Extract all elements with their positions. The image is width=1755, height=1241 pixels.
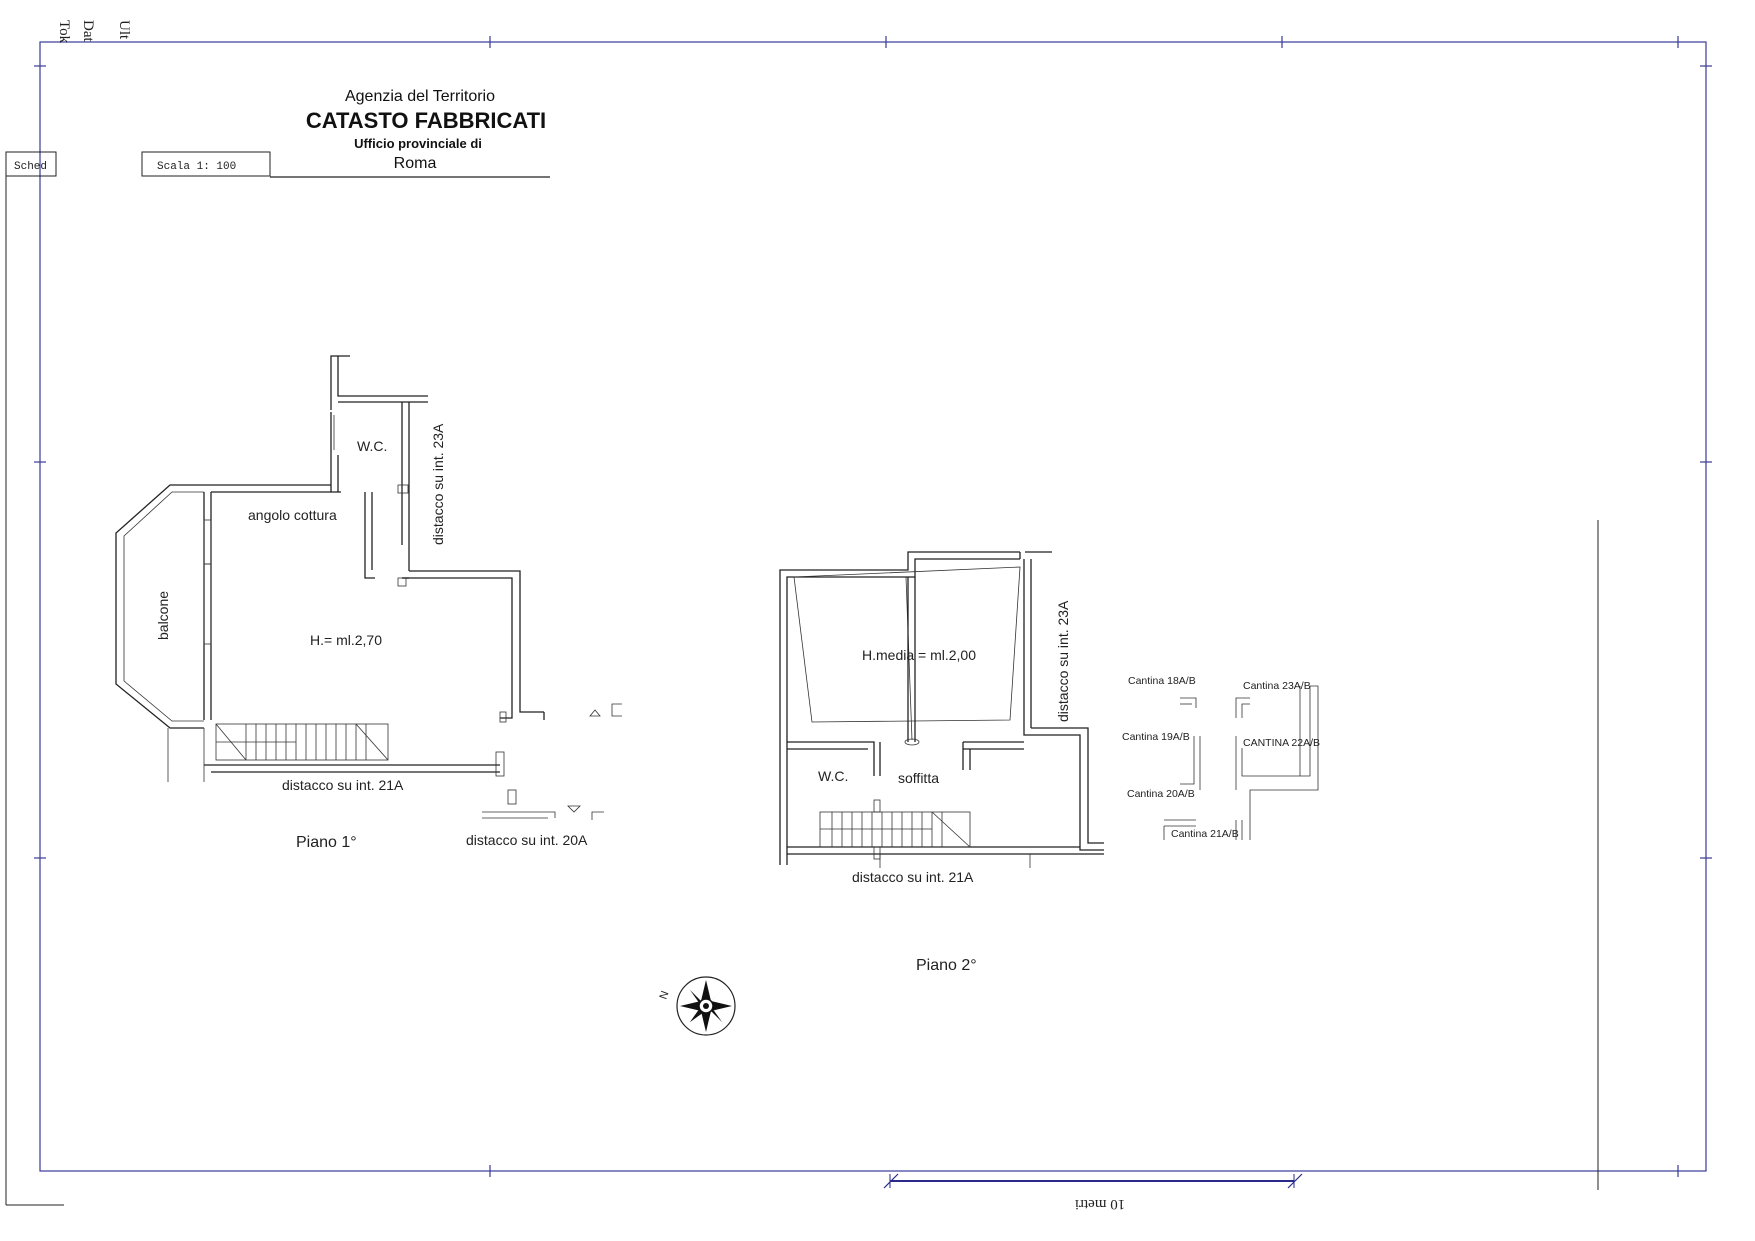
cellar-21-label: Cantina 21A/B <box>1171 828 1239 840</box>
cellar-20-label: Cantina 20A/B <box>1127 788 1195 800</box>
scale-label: Scala 1: 100 <box>157 161 236 173</box>
floor1-distance-23a: distacco su int. 23A <box>430 423 446 545</box>
floor2-title: Piano 2° <box>916 957 977 974</box>
floor2-distance-21a: distacco su int. 21A <box>852 869 974 885</box>
margin-text-1: Ult <box>116 20 132 40</box>
compass-rose: N <box>658 976 736 1036</box>
margin-text-2: Dat <box>80 20 96 42</box>
cellars-plan <box>1163 685 1319 840</box>
floor-2-labels: H.media = ml.2,00 distacco su int. 23A W… <box>818 600 1071 974</box>
title-block: Agenzia del Territorio CATASTO FABBRICAT… <box>5 88 550 178</box>
office-label: Ufficio provinciale di <box>354 136 482 151</box>
register-title: CATASTO FABBRICATI <box>306 108 546 133</box>
floor2-height-label: H.media = ml.2,00 <box>862 647 976 663</box>
compass-north-label: N <box>658 989 672 1001</box>
floor-2-plan <box>779 551 1104 868</box>
floor2-wc-label: W.C. <box>818 768 848 784</box>
floor2-attic-label: soffitta <box>898 770 939 786</box>
scheda-label: Sched <box>14 161 47 173</box>
cellar-labels: Cantina 18A/B Cantina 23A/B Cantina 19A/… <box>1122 675 1320 840</box>
office-city: Roma <box>394 155 437 172</box>
scale-bar: 10 metri <box>883 1173 1303 1212</box>
floor1-distance-21a: distacco su int. 21A <box>282 777 404 793</box>
drawing-frame <box>5 36 1712 1206</box>
floor1-wc-label: W.C. <box>357 438 387 454</box>
floor2-distance-23a: distacco su int. 23A <box>1055 600 1071 722</box>
cellar-19-label: Cantina 19A/B <box>1122 731 1190 743</box>
floor-1-labels: W.C. angolo cottura balcone H.= ml.2,70 … <box>155 423 588 851</box>
floor-1-plan <box>115 355 622 820</box>
floor1-title: Piano 1° <box>296 834 357 851</box>
cellar-23-label: Cantina 23A/B <box>1243 680 1311 692</box>
floor1-balcony-label: balcone <box>155 591 171 640</box>
cellar-18-label: Cantina 18A/B <box>1128 675 1196 687</box>
agency-name: Agenzia del Territorio <box>345 88 495 105</box>
floor1-kitchen-label: angolo cottura <box>248 507 337 523</box>
scale-bar-label: 10 metri <box>1075 1196 1125 1212</box>
margin-text: Ult Dat Tok <box>56 20 132 44</box>
floor1-distance-20a: distacco su int. 20A <box>466 832 588 848</box>
floor1-height-label: H.= ml.2,70 <box>310 632 382 648</box>
cellar-22-label: CANTINA 22A/B <box>1243 737 1320 749</box>
margin-text-3: Tok <box>56 20 72 44</box>
